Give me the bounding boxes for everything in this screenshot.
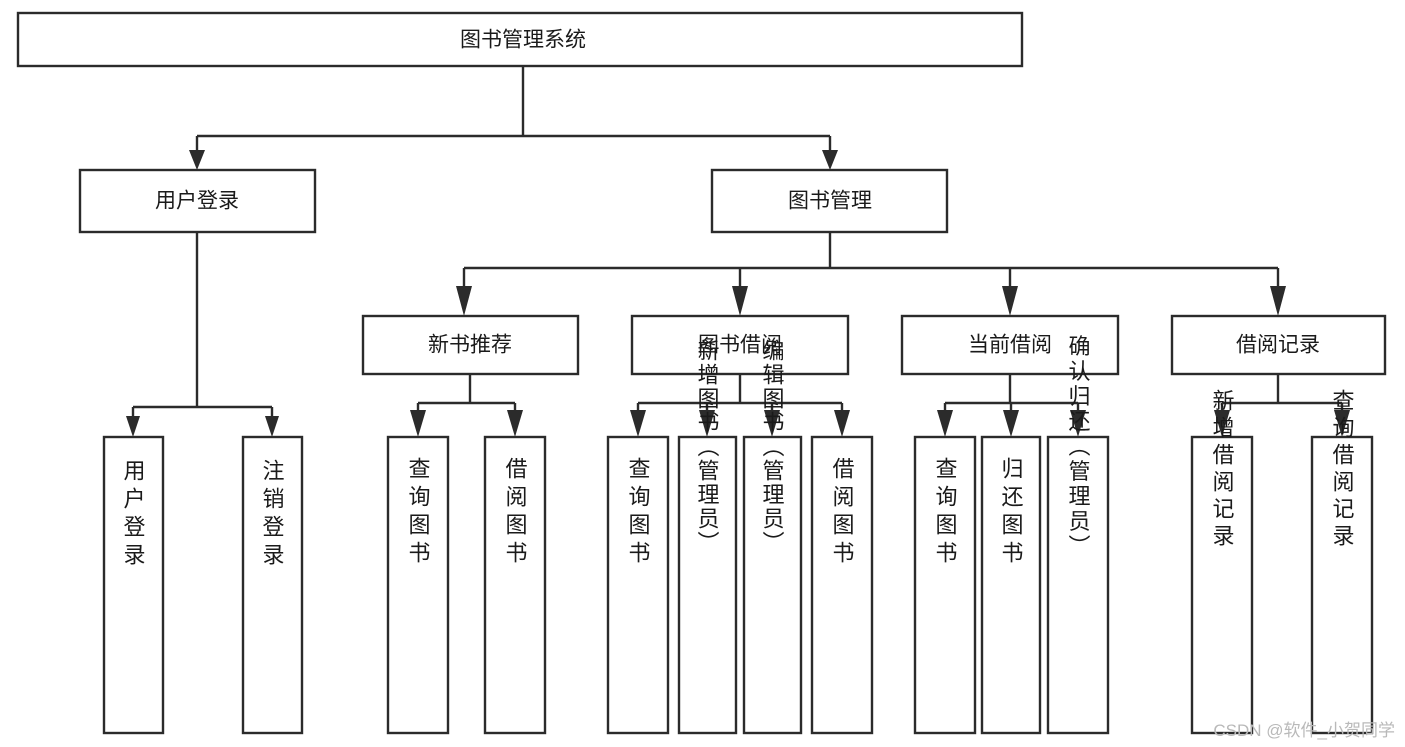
leaf-cb-confirm-return-admin-box[interactable] <box>1046 435 1110 735</box>
node-book-borrow-label: 图书借阅 <box>698 334 782 357</box>
leaf-cb-confirm-return-admin[interactable]: 确认归还（管理员） <box>1046 335 1110 735</box>
leaf-nbr-query-books[interactable]: 查询图书 <box>386 435 450 735</box>
leaf-br-query-record[interactable]: 查询借阅记录 <box>1310 389 1374 735</box>
arrow-leaf-br-1 <box>1214 410 1230 437</box>
arrow-to-borrow-records <box>1270 286 1286 316</box>
node-book-management-box[interactable] <box>710 168 949 234</box>
node-book-borrow[interactable]: 图书借阅 <box>630 314 850 376</box>
leaf-logout-box[interactable] <box>241 435 304 735</box>
leaf-cb-query-books-box[interactable] <box>913 435 977 735</box>
leaf-bb-add-book-admin[interactable]: 新增图书（管理员） <box>677 339 738 735</box>
leaf-cb-query-books[interactable]: 查询图书 <box>913 435 977 735</box>
leaf-br-add-record[interactable]: 新增借阅记录 <box>1190 389 1254 735</box>
arrow-leaf-cb-2 <box>1003 410 1019 437</box>
node-borrow-records-label: 借阅记录 <box>1236 334 1320 357</box>
arrow-leaf-nbr-2 <box>507 410 523 437</box>
leaf-br-add-record-box[interactable] <box>1190 435 1254 735</box>
leaf-bb-query-books-box[interactable] <box>606 435 670 735</box>
leaf-cb-return-books[interactable]: 归还图书 <box>980 435 1042 735</box>
arrow-to-user-login <box>189 150 205 170</box>
node-root-label: 图书管理系统 <box>460 29 586 52</box>
node-current-borrow[interactable]: 当前借阅 <box>900 314 1120 376</box>
leaf-bb-add-book-admin-label: 新增图书（管理员） <box>695 339 720 555</box>
leaf-bb-borrow-books-label: 借阅图书 <box>830 457 855 569</box>
node-current-borrow-box[interactable] <box>900 314 1120 376</box>
arrow-leaf-bb-3 <box>764 410 780 437</box>
leaf-cb-return-books-label: 归还图书 <box>999 457 1024 569</box>
leaf-br-add-record-label: 新增借阅记录 <box>1210 389 1235 551</box>
arrow-to-current-borrow <box>1002 286 1018 316</box>
leaf-bb-edit-book-admin-box[interactable] <box>742 435 803 735</box>
leaf-bb-add-book-admin-box[interactable] <box>677 435 738 735</box>
leaf-user-login[interactable]: 用户登录 <box>102 435 165 735</box>
node-user-login-label: 用户登录 <box>155 190 239 213</box>
leaf-bb-edit-book-admin-label: 编辑图书（管理员） <box>760 339 785 555</box>
leaf-logout[interactable]: 注销登录 <box>241 435 304 735</box>
node-book-management[interactable]: 图书管理 <box>710 168 949 234</box>
leaf-bb-edit-book-admin[interactable]: 编辑图书（管理员） <box>742 339 803 735</box>
leaf-cb-return-books-box[interactable] <box>980 435 1042 735</box>
node-new-book-recommend-label: 新书推荐 <box>428 334 512 357</box>
node-borrow-records[interactable]: 借阅记录 <box>1170 314 1387 376</box>
leaf-cb-query-books-label: 查询图书 <box>933 457 958 569</box>
leaf-user-login-label: 用户登录 <box>121 459 146 571</box>
arrow-to-new-book-recommend <box>456 286 472 316</box>
node-new-book-recommend-box[interactable] <box>361 314 580 376</box>
arrow-leaf-bb-4 <box>834 410 850 437</box>
arrow-leaf-user-login-2 <box>265 416 279 437</box>
leaf-br-query-record-label: 查询借阅记录 <box>1330 389 1355 551</box>
node-user-login-box[interactable] <box>78 168 317 234</box>
node-borrow-records-box[interactable] <box>1170 314 1387 376</box>
node-new-book-recommend[interactable]: 新书推荐 <box>361 314 580 376</box>
leaf-nbr-borrow-books[interactable]: 借阅图书 <box>483 435 547 735</box>
leaf-bb-borrow-books-box[interactable] <box>810 435 874 735</box>
leaf-logout-label: 注销登录 <box>260 459 285 571</box>
connector-layer <box>126 66 1350 437</box>
node-book-borrow-box[interactable] <box>630 314 850 376</box>
node-user-login[interactable]: 用户登录 <box>78 168 317 234</box>
arrow-leaf-br-2 <box>1334 410 1350 437</box>
leaf-nbr-query-books-box[interactable] <box>386 435 450 735</box>
arrow-leaf-bb-2 <box>699 410 715 437</box>
leaf-bb-borrow-books[interactable]: 借阅图书 <box>810 435 874 735</box>
arrow-leaf-cb-3 <box>1070 410 1086 437</box>
leaf-user-login-box[interactable] <box>102 435 165 735</box>
leaf-cb-confirm-return-admin-label: 确认归还（管理员） <box>1066 335 1091 560</box>
arrow-leaf-bb-1 <box>630 410 646 437</box>
node-root-box[interactable] <box>16 11 1024 68</box>
arrow-leaf-nbr-1 <box>410 410 426 437</box>
leaf-nbr-query-books-label: 查询图书 <box>406 457 431 569</box>
arrow-leaf-cb-1 <box>937 410 953 437</box>
node-current-borrow-label: 当前借阅 <box>968 334 1052 357</box>
node-root[interactable]: 图书管理系统 <box>16 11 1024 68</box>
leaf-nbr-borrow-books-label: 借阅图书 <box>503 457 528 569</box>
node-book-management-label: 图书管理 <box>788 190 872 213</box>
arrow-to-book-mgmt <box>822 150 838 170</box>
csdn-watermark: CSDN @软件_小贺同学 <box>1213 721 1395 740</box>
leaf-bb-query-books-label: 查询图书 <box>626 457 651 569</box>
leaf-nbr-borrow-books-box[interactable] <box>483 435 547 735</box>
leaf-br-query-record-box[interactable] <box>1310 435 1374 735</box>
arrow-to-book-borrow <box>732 286 748 316</box>
arrow-leaf-user-login-1 <box>126 416 140 437</box>
leaf-bb-query-books[interactable]: 查询图书 <box>606 435 670 735</box>
